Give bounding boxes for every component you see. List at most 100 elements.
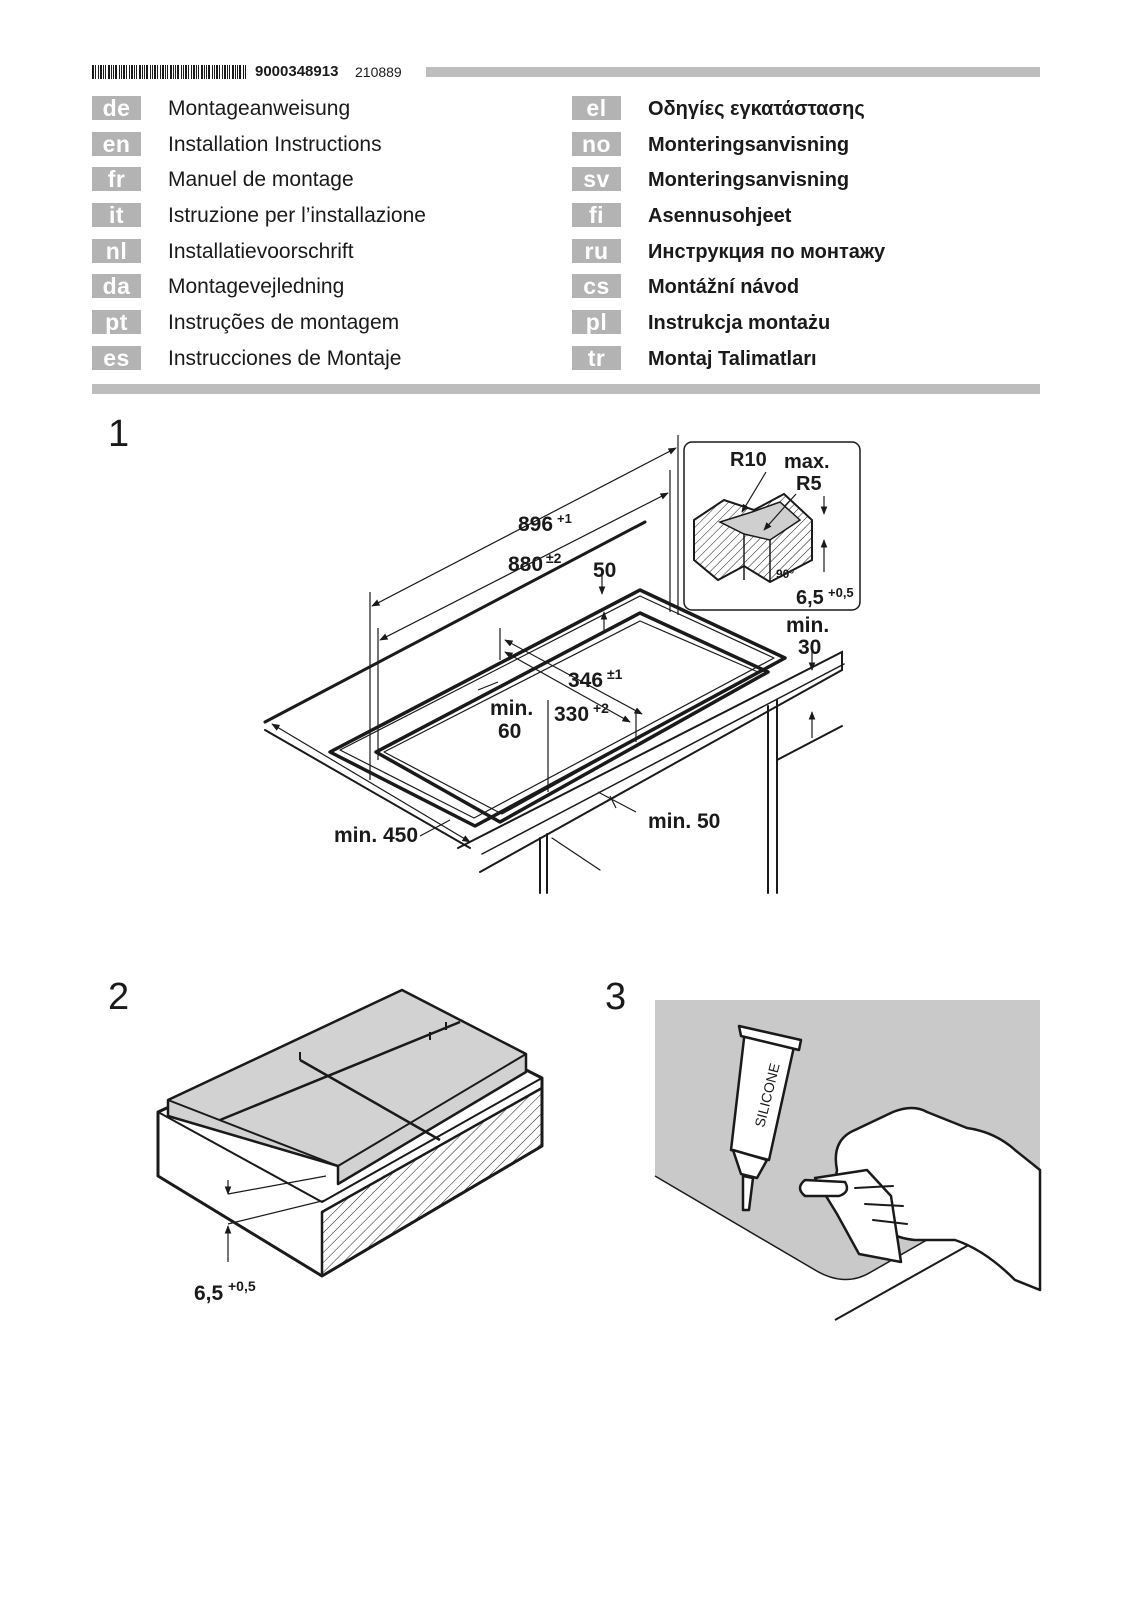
barcode-bar bbox=[235, 65, 236, 79]
language-title: Instruções de montagem bbox=[168, 311, 400, 335]
barcode-bar bbox=[146, 65, 148, 79]
barcode-bar bbox=[206, 65, 207, 79]
barcode-bar bbox=[170, 65, 172, 79]
barcode-bar bbox=[160, 65, 161, 79]
dimension-330: 330 bbox=[554, 703, 589, 726]
cutout-dimension-diagram: R10 max. R5 90° 6,5 +0,5 896 +1 880 ±2 5… bbox=[263, 435, 861, 894]
barcode-bar bbox=[232, 65, 234, 79]
document-date-code: 210889 bbox=[355, 64, 402, 80]
barcode-bar bbox=[229, 65, 230, 79]
barcode-bar bbox=[105, 65, 106, 79]
tolerance-880: ±2 bbox=[546, 550, 562, 566]
barcode-bar bbox=[216, 65, 218, 79]
barcode-bar bbox=[126, 65, 127, 79]
barcode-bar bbox=[175, 65, 176, 79]
barcode-bar bbox=[121, 65, 122, 79]
language-title: Montaj Talimatları bbox=[648, 347, 817, 370]
language-code-badge: da bbox=[92, 274, 141, 299]
barcode-bar bbox=[204, 65, 205, 79]
barcode-bar bbox=[100, 65, 102, 79]
barcode-bar bbox=[227, 65, 228, 79]
barcode-bar bbox=[173, 65, 174, 79]
barcode-bar bbox=[193, 65, 195, 79]
language-code-badge: de bbox=[92, 96, 141, 120]
document-number: 9000348913 bbox=[255, 63, 339, 80]
barcode-bar bbox=[95, 65, 96, 79]
dimension-880: 880 bbox=[508, 553, 543, 576]
detail-depth-tolerance: +0,5 bbox=[828, 585, 854, 600]
dimension-50-top: 50 bbox=[593, 559, 616, 582]
corner-detail-inset: R10 max. R5 90° 6,5 +0,5 bbox=[683, 441, 861, 611]
barcode-bar bbox=[119, 65, 120, 79]
header-rule bbox=[426, 67, 1040, 77]
language-title: Instrucciones de Montaje bbox=[168, 346, 402, 370]
barcode-bar bbox=[181, 65, 182, 79]
barcode-bar bbox=[139, 65, 141, 79]
barcode-bar bbox=[98, 65, 99, 79]
barcode-bar bbox=[103, 65, 104, 79]
language-code-badge: fi bbox=[572, 203, 621, 228]
language-title: Instrukcja montażu bbox=[648, 312, 831, 335]
language-title: Montagevejledning bbox=[168, 275, 345, 299]
barcode-bar bbox=[123, 65, 125, 79]
barcode-bar bbox=[152, 65, 153, 79]
barcode-bar bbox=[208, 65, 210, 79]
detail-r5-label: R5 bbox=[796, 473, 822, 495]
barcode-bar bbox=[188, 65, 189, 79]
barcode-bar bbox=[177, 65, 179, 79]
language-title: Installation Instructions bbox=[168, 132, 382, 156]
barcode-bar bbox=[157, 65, 158, 79]
language-code-badge: nl bbox=[92, 238, 141, 263]
document-header: 9000348913 210889 bbox=[92, 62, 1040, 82]
step-number-1: 1 bbox=[108, 413, 130, 455]
barcode-bar bbox=[237, 65, 238, 79]
barcode-bar bbox=[131, 65, 133, 79]
barcode-bar bbox=[92, 65, 94, 79]
barcode-bar bbox=[136, 65, 137, 79]
language-title: Asennusohjeet bbox=[648, 205, 792, 228]
language-code-badge: ru bbox=[572, 238, 621, 263]
detail-r10-label: R10 bbox=[730, 449, 767, 471]
silicone-tube: SILICONE bbox=[729, 1024, 803, 1212]
barcode-bar bbox=[212, 65, 213, 79]
barcode-bar bbox=[108, 65, 110, 79]
language-title: Manuel de montage bbox=[168, 168, 354, 192]
barcode-bar bbox=[214, 65, 215, 79]
barcode-bar bbox=[245, 65, 246, 79]
barcode-bar bbox=[222, 65, 223, 79]
language-title: Monteringsanvisning bbox=[648, 169, 850, 192]
min-50-label: min. 50 bbox=[648, 810, 720, 833]
min-30-label: min. bbox=[786, 614, 829, 637]
depth-tolerance: +0,5 bbox=[228, 1278, 256, 1294]
language-code-badge: es bbox=[92, 345, 141, 370]
barcode-bar bbox=[134, 65, 135, 79]
language-code-badge: fr bbox=[92, 167, 141, 192]
barcode-bar bbox=[239, 65, 241, 79]
barcode-bar bbox=[150, 65, 151, 79]
barcode-bar bbox=[115, 65, 117, 79]
barcode-bar bbox=[198, 65, 199, 79]
min-60-label: min. bbox=[490, 697, 533, 720]
dimension-896: 896 bbox=[518, 513, 553, 536]
barcode-bar bbox=[144, 65, 145, 79]
language-title: Οδηγίες εγκατάστασης bbox=[648, 98, 865, 120]
barcode-bar bbox=[219, 65, 220, 79]
tolerance-346: ±1 bbox=[607, 666, 623, 682]
barcode-bar bbox=[224, 65, 226, 79]
language-code-badge: it bbox=[92, 203, 141, 228]
barcode bbox=[92, 65, 246, 79]
tolerance-896: +1 bbox=[557, 511, 572, 526]
min-450-label: min. 450 bbox=[334, 824, 418, 847]
barcode-bar bbox=[243, 65, 244, 79]
barcode-bar bbox=[165, 65, 166, 79]
dimension-lines bbox=[271, 435, 816, 843]
depth-label: 6,5 bbox=[194, 1282, 224, 1305]
barcode-bar bbox=[113, 65, 114, 79]
barcode-bar bbox=[162, 65, 164, 79]
min-30-value: 30 bbox=[798, 636, 821, 659]
barcode-bar bbox=[142, 65, 143, 79]
worktop-block-diagram: 6,5 +0,5 bbox=[156, 988, 544, 1305]
barcode-bar bbox=[196, 65, 197, 79]
detail-max-label: max. bbox=[784, 451, 830, 473]
language-title: Инструкция по монтажу bbox=[648, 240, 886, 263]
